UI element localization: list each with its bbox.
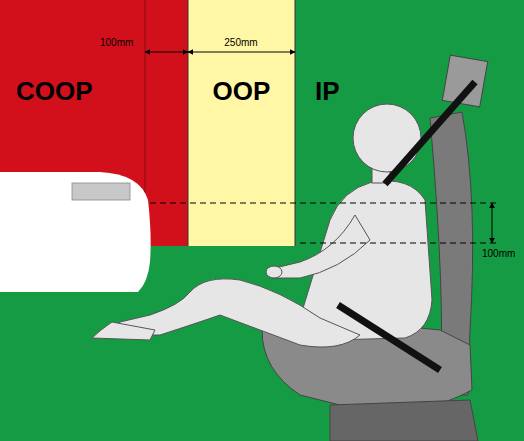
airbag-module <box>72 183 130 200</box>
dashboard-lower <box>0 236 118 256</box>
zone-band: COOP <box>0 0 188 246</box>
oop-zone-ground <box>188 0 295 246</box>
dimension-label: 100mm <box>100 38 133 48</box>
zone-name: COOP <box>16 78 93 104</box>
zone-boundary <box>295 0 296 246</box>
dashboard <box>0 172 151 292</box>
lap-belt <box>338 305 440 370</box>
dimension-line <box>145 52 188 53</box>
dimension-label: 100mm <box>482 249 515 259</box>
shoulder-belt <box>385 82 475 184</box>
zone-band: IP <box>295 0 524 441</box>
dimension-line <box>492 203 493 243</box>
zone-band: OOP <box>188 0 295 246</box>
zone-name: IP <box>315 78 340 104</box>
zone-name: OOP <box>213 78 271 104</box>
dimension-line <box>188 52 295 53</box>
zone-boundary <box>188 0 189 246</box>
reference-line <box>150 203 500 204</box>
seat-base <box>330 400 478 441</box>
occupant-dummy <box>92 104 432 347</box>
reference-line <box>300 243 500 244</box>
headrest <box>442 55 487 107</box>
dimension-label: 250mm <box>224 38 257 48</box>
